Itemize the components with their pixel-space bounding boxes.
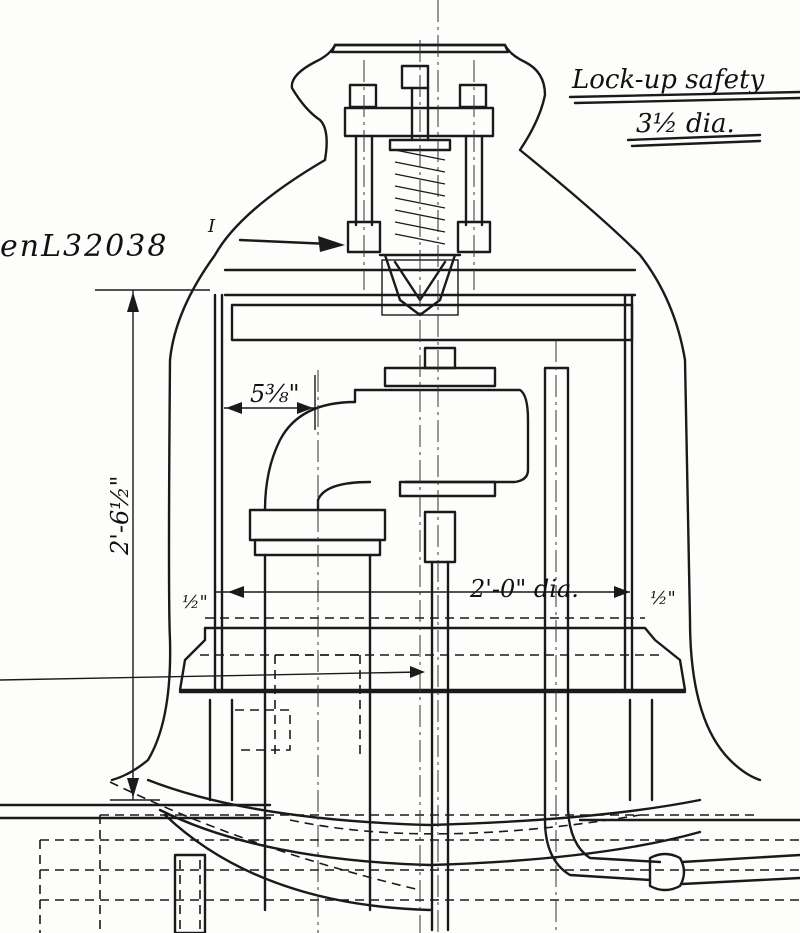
right-pipe bbox=[543, 366, 662, 882]
dim-overall-height: 2'-6½" bbox=[106, 475, 134, 556]
dim-diameter: 2'-0" dia. bbox=[469, 575, 579, 603]
elbow-pipe bbox=[263, 400, 372, 512]
regulator-head bbox=[248, 346, 530, 932]
top-plate bbox=[223, 268, 637, 342]
reference-superscript: I bbox=[207, 216, 216, 237]
lower-flange bbox=[178, 617, 687, 802]
nut-left bbox=[348, 83, 378, 109]
nut-right bbox=[458, 83, 488, 109]
valve-crossbar bbox=[343, 106, 495, 138]
dim-left-clearance: ½" bbox=[182, 592, 208, 613]
nut-center bbox=[400, 64, 430, 90]
bottom-bolt bbox=[173, 853, 207, 933]
dim-diameter-line bbox=[0, 586, 630, 681]
dim-offset-line bbox=[224, 375, 316, 430]
base-plate bbox=[0, 803, 800, 822]
dim-height-line bbox=[95, 289, 210, 801]
dim-right-clearance: ½" bbox=[650, 588, 676, 609]
safety-valve bbox=[343, 64, 495, 317]
title-note-line2: 3½ dia. bbox=[636, 109, 735, 139]
reference-arrow bbox=[238, 236, 345, 252]
dim-pipe-offset: 5⅜" bbox=[250, 380, 300, 408]
reference-mark: enL32038 bbox=[0, 229, 168, 264]
top-flange bbox=[330, 43, 510, 54]
dome-outline bbox=[110, 43, 762, 782]
title-note-line1: Lock-up safety bbox=[571, 65, 765, 95]
dome-bottom bbox=[146, 778, 702, 912]
elbow-fitting bbox=[648, 852, 800, 892]
